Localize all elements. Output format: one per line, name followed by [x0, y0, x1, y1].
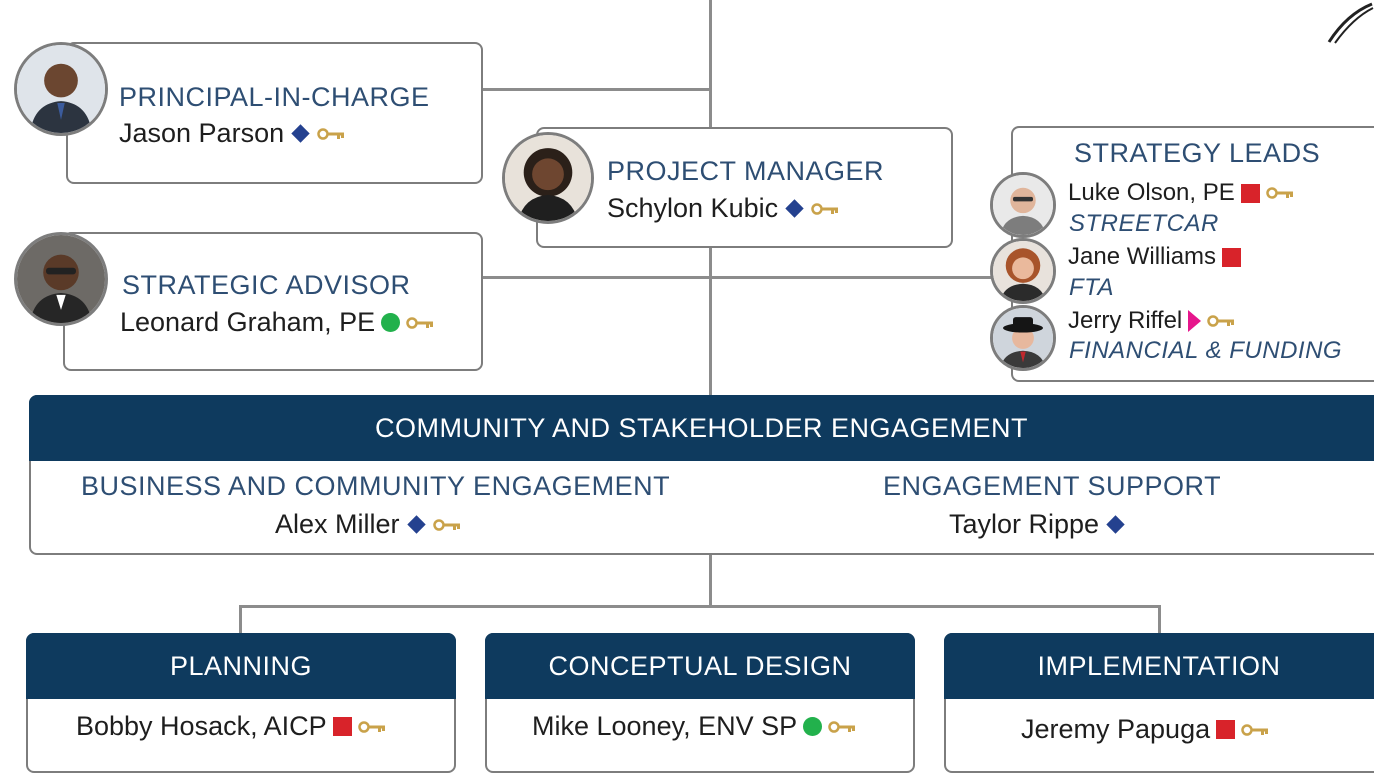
strategic-advisor-title: STRATEGIC ADVISOR [122, 270, 411, 300]
avatar-leonard-graham [14, 232, 108, 326]
strategy-lead-2-name: Jane Williams [1068, 243, 1217, 270]
avatar-jane-williams [990, 238, 1056, 304]
principal-box [66, 42, 483, 184]
key-icon [357, 720, 385, 733]
engagement-banner: COMMUNITY AND STAKEHOLDER ENGAGEMENT [29, 395, 1374, 461]
strategy-lead-1-name-row: Luke Olson, PE [1068, 179, 1294, 207]
diamond-icon [785, 199, 804, 218]
key-icon [811, 202, 839, 215]
engagement-support-name: Taylor Rippe [949, 509, 1100, 539]
implementation-banner: IMPLEMENTATION [944, 633, 1374, 699]
strategy-lead-2-name-row: Jane Williams [1068, 243, 1242, 271]
square-icon [1240, 183, 1260, 203]
square-icon [332, 717, 352, 736]
principal-title: PRINCIPAL-IN-CHARGE [119, 82, 430, 112]
conceptual-design-name: Mike Looney, ENV SP [532, 711, 798, 741]
connector-principal [482, 88, 711, 91]
circle-icon [803, 717, 823, 736]
project-manager-title: PROJECT MANAGER [607, 156, 885, 186]
connector-vertical-mid [709, 246, 712, 396]
business-engagement-name-row: Alex Miller [275, 509, 461, 540]
project-manager-box [536, 127, 953, 248]
connector-horizontal-bottom [239, 605, 1161, 608]
principal-name-row: Jason Parson [119, 118, 345, 149]
strategy-lead-3-name: Jerry Riffel [1068, 307, 1183, 334]
connector-planning [239, 605, 242, 635]
connector-vertical-bottom [709, 555, 712, 607]
avatar-luke-olson [990, 172, 1056, 238]
strategy-lead-1-name: Luke Olson, PE [1068, 179, 1235, 206]
connector-implementation [1158, 605, 1161, 635]
planning-name-row: Bobby Hosack, AICP [76, 711, 386, 742]
strategic-advisor-name: Leonard Graham, PE [120, 307, 376, 337]
square-icon [1216, 720, 1236, 739]
project-manager-name-row: Schylon Kubic [607, 193, 839, 224]
key-icon [1241, 723, 1269, 736]
connector-advisor-leads [482, 276, 1012, 279]
avatar-jason-parson [14, 42, 108, 136]
strategy-lead-2-role: FTA [1069, 274, 1115, 301]
circle-icon [381, 313, 401, 332]
avatar-schylon-kubic [502, 132, 594, 224]
planning-banner: PLANNING [26, 633, 456, 699]
strategy-lead-1-role: STREETCAR [1069, 210, 1219, 237]
triangle-icon [1188, 310, 1202, 332]
key-icon [828, 720, 856, 733]
strategy-leads-box [1011, 126, 1374, 382]
implementation-name: Jeremy Papuga [1021, 714, 1211, 744]
conceptual-design-name-row: Mike Looney, ENV SP [532, 711, 856, 742]
key-icon [1207, 315, 1235, 327]
implementation-name-row: Jeremy Papuga [1021, 714, 1269, 745]
connector-vertical-top [709, 0, 712, 130]
avatar-jerry-riffel [990, 305, 1056, 371]
strategy-leads-title: STRATEGY LEADS [1074, 138, 1321, 168]
strategic-advisor-box [63, 232, 483, 371]
strategy-lead-3-name-row: Jerry Riffel [1068, 307, 1235, 335]
key-icon [317, 127, 345, 140]
diamond-icon [1106, 515, 1125, 534]
key-icon [1266, 187, 1293, 199]
business-engagement-title: BUSINESS AND COMMUNITY ENGAGEMENT [81, 471, 671, 501]
planning-name: Bobby Hosack, AICP [76, 711, 327, 741]
key-icon [432, 518, 460, 531]
key-icon [406, 316, 434, 329]
engagement-support-title: ENGAGEMENT SUPPORT [883, 471, 1222, 501]
project-manager-name: Schylon Kubic [607, 193, 779, 223]
square-icon [1222, 247, 1242, 267]
strategic-advisor-name-row: Leonard Graham, PE [120, 307, 434, 338]
diamond-icon [406, 515, 426, 534]
business-engagement-name: Alex Miller [275, 509, 400, 539]
decorative-stroke-icon [1327, 2, 1374, 44]
engagement-support-name-row: Taylor Rippe [949, 509, 1126, 540]
conceptual-design-banner: CONCEPTUAL DESIGN [485, 633, 915, 699]
strategy-lead-3-role: FINANCIAL & FUNDING [1069, 337, 1343, 364]
principal-name: Jason Parson [119, 118, 285, 148]
diamond-icon [291, 124, 310, 143]
